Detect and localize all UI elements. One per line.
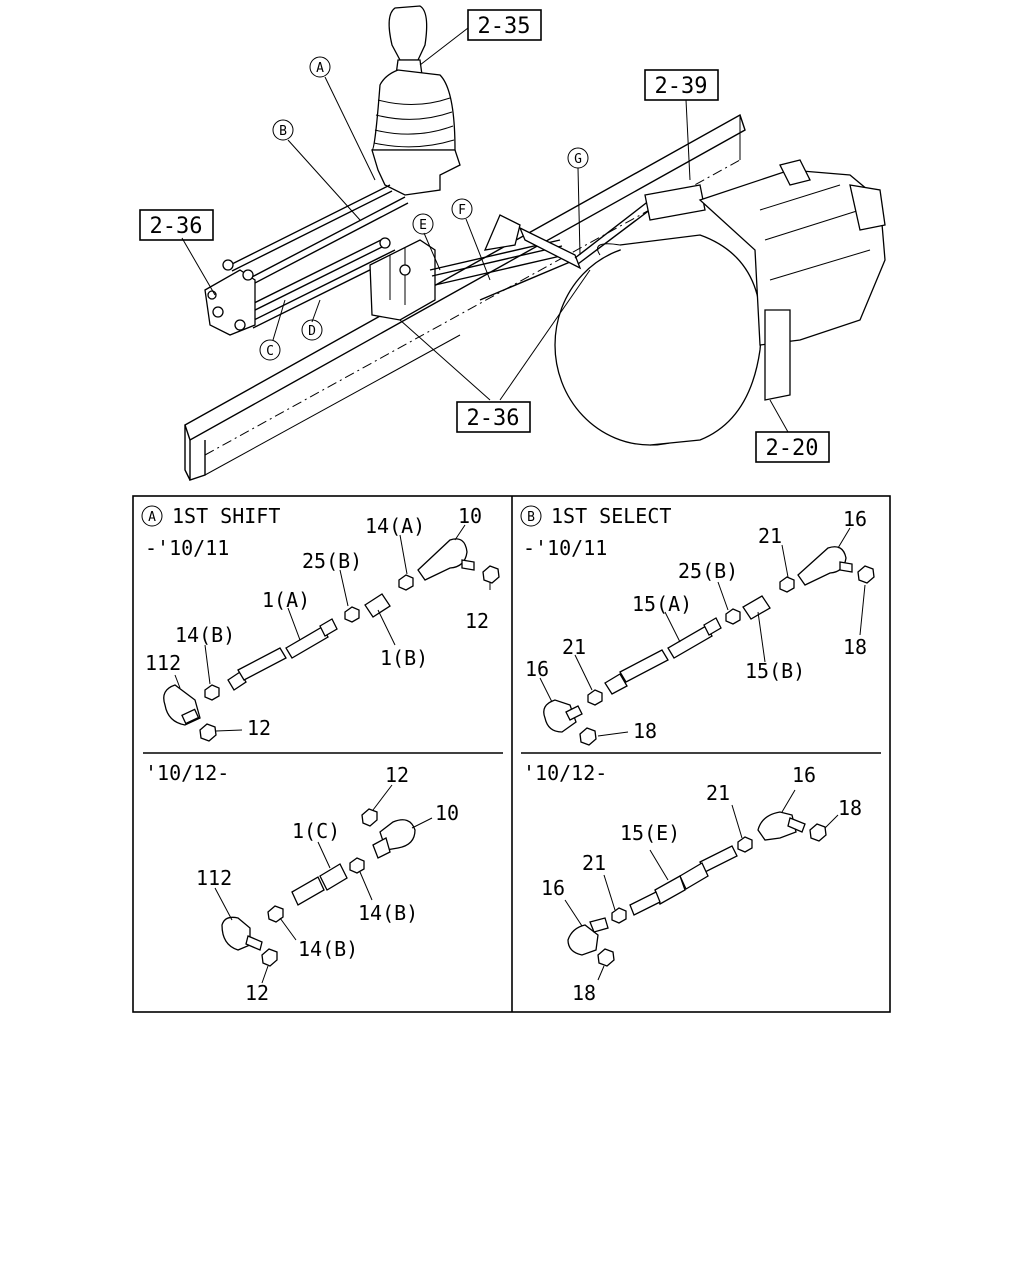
label-10-lower: 10 <box>435 801 459 825</box>
panel-b-lower-period: '10/12- <box>523 761 607 785</box>
label-112-lower: 112 <box>196 866 232 890</box>
label-14a: 14(A) <box>365 514 425 538</box>
callout-c: C <box>259 339 281 361</box>
label-21-upper-right: 21 <box>758 524 782 548</box>
panel-b-upper-period: -'10/11 <box>523 536 607 560</box>
ref-2-36-bottom: 2-36 <box>467 406 520 431</box>
label-15b: 15(B) <box>745 659 805 683</box>
panel-a-lower-parts <box>221 808 416 967</box>
label-15e: 15(E) <box>620 821 680 845</box>
label-18-upper-bottom: 18 <box>633 719 657 743</box>
svg-text:G: G <box>574 152 582 167</box>
callout-b: B <box>272 119 294 141</box>
label-18-lower-right: 18 <box>838 796 862 820</box>
panel-b-upper-leaders <box>539 527 866 737</box>
panel-a-lower-leaders <box>214 784 433 984</box>
callout-e: E <box>412 213 434 235</box>
panel-a-1st-shift: A 1ST SHIFT -'10/11 <box>141 504 500 1005</box>
label-21-lower-lower: 21 <box>582 851 606 875</box>
panel-a-lower-period: '10/12- <box>145 761 229 785</box>
label-14b-upper: 14(B) <box>175 623 235 647</box>
label-12-bottom-upper: 12 <box>247 716 271 740</box>
ref-2-20: 2-20 <box>766 436 819 461</box>
panel-b-1st-select: B 1ST SELECT -'10/11 <box>520 504 875 1005</box>
label-1c: 1(C) <box>292 819 340 843</box>
label-12-lower-top: 12 <box>385 763 409 787</box>
callout-d: D <box>301 319 323 341</box>
panel-a-upper-parts <box>163 538 500 742</box>
label-16-upper-left: 16 <box>525 657 549 681</box>
label-12-lower-bottom: 12 <box>245 981 269 1005</box>
svg-text:E: E <box>419 218 427 233</box>
label-112-upper: 112 <box>145 651 181 675</box>
ref-2-39: 2-39 <box>655 74 708 99</box>
panel-b-upper-parts <box>543 546 875 746</box>
label-16-lower-left: 16 <box>541 876 565 900</box>
label-18-lower-bottom: 18 <box>572 981 596 1005</box>
label-16-upper-right: 16 <box>843 507 867 531</box>
assembly-illustration <box>184 5 886 481</box>
label-16-lower-right: 16 <box>792 763 816 787</box>
label-1b: 1(B) <box>380 646 428 670</box>
label-18-upper-right: 18 <box>843 635 867 659</box>
label-14b-lower-left: 14(B) <box>298 937 358 961</box>
svg-text:C: C <box>266 344 274 359</box>
detail-frame <box>132 495 891 1013</box>
panel-b-title: 1ST SELECT <box>551 504 671 528</box>
callout-a: A <box>309 56 331 78</box>
panel-b-circle: B <box>527 510 535 525</box>
ref-2-36-left: 2-36 <box>150 214 203 239</box>
label-21-lower-upper: 21 <box>706 781 730 805</box>
reference-box-2-35: 2-35 <box>467 9 542 41</box>
panel-b-lower-parts <box>567 811 827 967</box>
panel-b-lower-leaders <box>564 789 839 981</box>
callout-g: G <box>567 147 589 169</box>
label-25b: 25(B) <box>302 549 362 573</box>
svg-text:D: D <box>308 324 316 339</box>
svg-text:A: A <box>316 61 324 76</box>
svg-text:B: B <box>279 124 287 139</box>
reference-box-2-20: 2-20 <box>755 431 830 463</box>
label-21-upper-left: 21 <box>562 635 586 659</box>
reference-box-2-36-bottom: 2-36 <box>456 401 531 433</box>
callout-f: F <box>451 198 473 220</box>
label-1a: 1(A) <box>262 588 310 612</box>
panel-a-upper-leaders <box>174 524 491 732</box>
panel-a-title: 1ST SHIFT <box>172 504 280 528</box>
svg-text:F: F <box>458 203 466 218</box>
label-25b-select: 25(B) <box>678 559 738 583</box>
top-leaders <box>181 27 789 433</box>
panel-a-upper-period: -'10/11 <box>145 536 229 560</box>
panel-a-circle: A <box>148 510 156 525</box>
reference-box-2-36-left: 2-36 <box>139 209 214 241</box>
reference-box-2-39: 2-39 <box>644 69 719 101</box>
label-14b-lower-right: 14(B) <box>358 901 418 925</box>
label-12-right: 12 <box>465 609 489 633</box>
label-15a: 15(A) <box>632 592 692 616</box>
ref-2-35: 2-35 <box>478 14 531 39</box>
label-10-upper: 10 <box>458 504 482 528</box>
